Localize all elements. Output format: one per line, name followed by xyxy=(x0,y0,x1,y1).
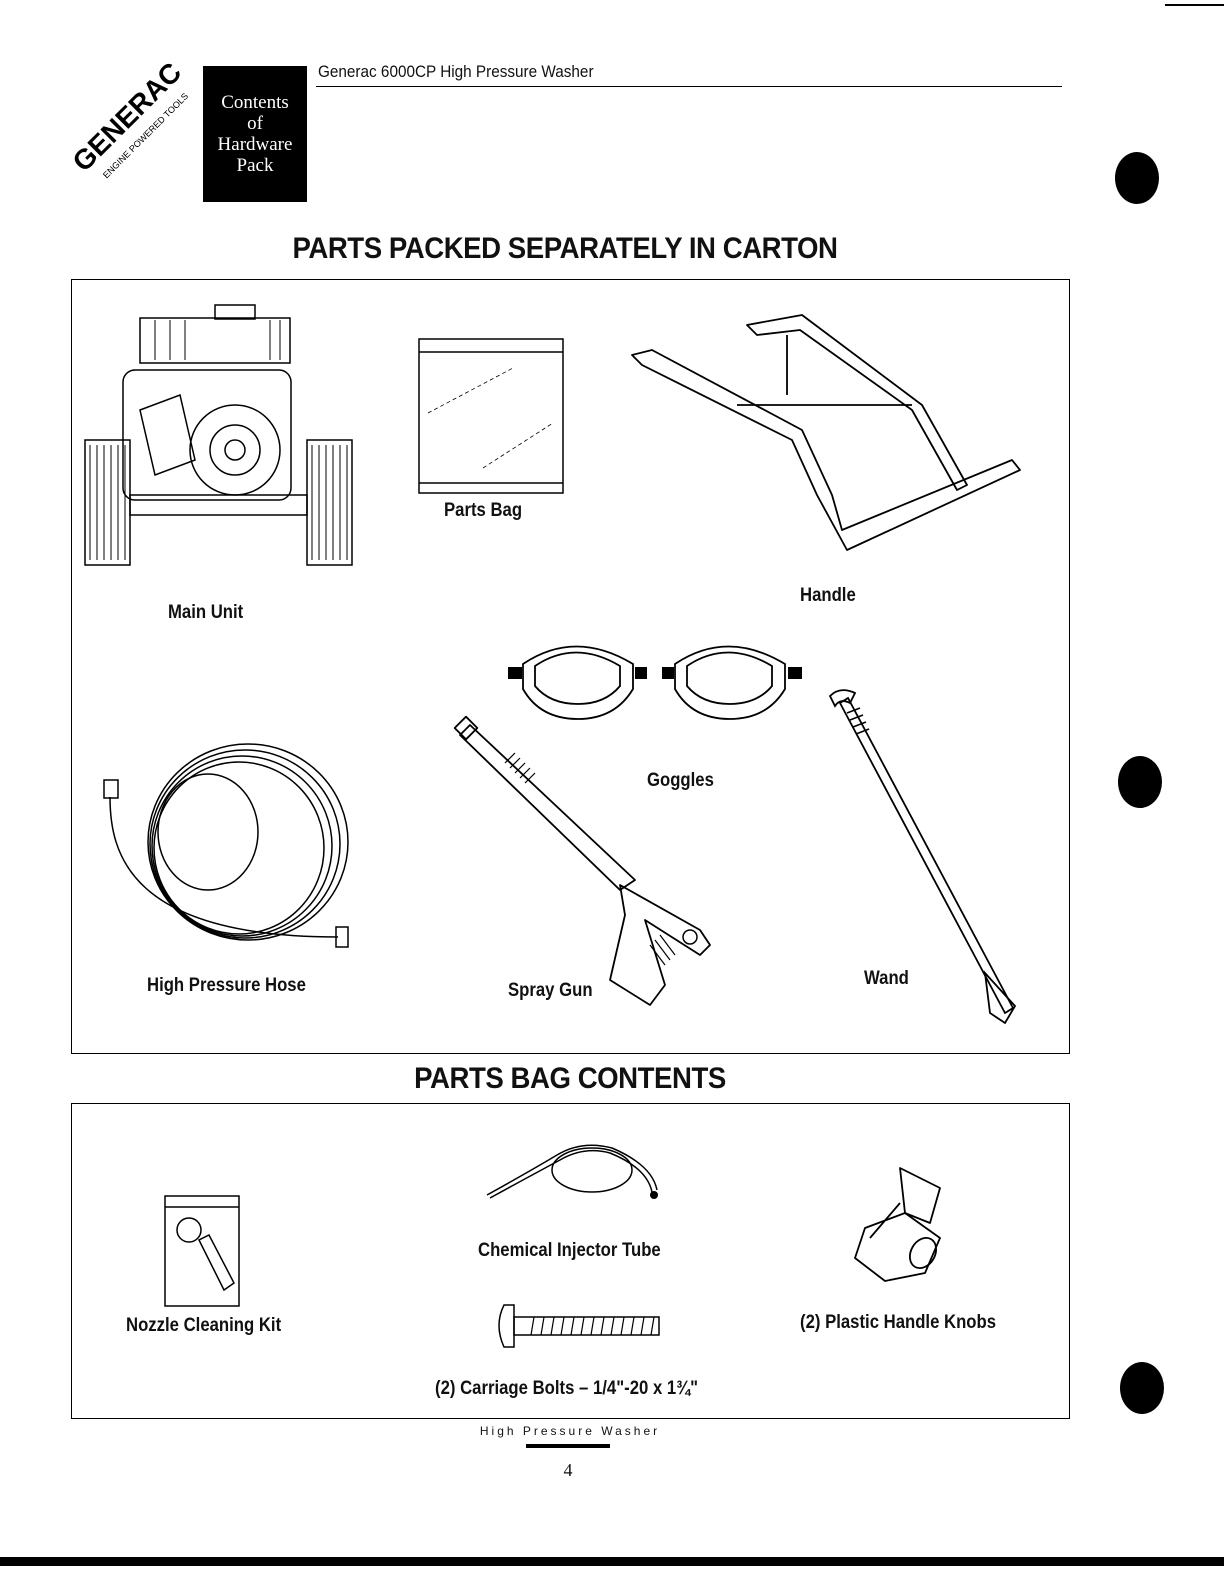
document-title: Generac 6000CP High Pressure Washer xyxy=(318,62,594,81)
handle-label: Handle xyxy=(800,585,856,606)
wand-label: Wand xyxy=(864,968,909,989)
carton-parts-panel xyxy=(71,279,1070,1054)
binder-hole xyxy=(1120,1362,1164,1414)
plastic-handle-knobs-label: (2) Plastic Handle Knobs xyxy=(800,1312,997,1333)
top-edge-rule xyxy=(1165,4,1224,6)
binder-hole xyxy=(1118,756,1162,808)
carton-section-title: PARTS PACKED SEPARATELY IN CARTON xyxy=(292,232,838,265)
wand-illustration xyxy=(825,688,1020,1033)
goggles-illustration xyxy=(508,634,802,729)
bottom-edge-bar xyxy=(0,1557,1224,1566)
goggles-label: Goggles xyxy=(647,770,714,791)
carriage-bolt-illustration xyxy=(494,1300,664,1352)
carriage-bolts-label: (2) Carriage Bolts – 1/4"-20 x 1¾" xyxy=(435,1378,699,1399)
header-rule xyxy=(316,86,1062,87)
high-pressure-hose-illustration xyxy=(98,742,358,957)
high-pressure-hose-label: High Pressure Hose xyxy=(147,975,306,996)
main-unit-label: Main Unit xyxy=(168,602,244,623)
chemical-injector-tube-label: Chemical Injector Tube xyxy=(478,1240,661,1261)
bag-section-title: PARTS BAG CONTENTS xyxy=(414,1062,726,1095)
generac-logo: GENERAC ENGINE POWERED TOOLS xyxy=(66,56,190,180)
nozzle-cleaning-kit-label: Nozzle Cleaning Kit xyxy=(126,1315,282,1336)
page-number: 4 xyxy=(563,1460,573,1480)
footer-bar xyxy=(526,1444,610,1448)
handle-illustration xyxy=(622,310,1027,555)
parts-bag-contents-panel xyxy=(71,1103,1070,1419)
main-unit-illustration xyxy=(85,300,355,570)
contents-box-line: Contents xyxy=(221,92,289,113)
chemical-injector-tube-illustration xyxy=(482,1140,658,1199)
contents-box-line: Hardware xyxy=(217,134,293,155)
contents-box-line: Pack xyxy=(236,155,274,176)
parts-bag-illustration xyxy=(418,338,564,494)
binder-hole xyxy=(1115,152,1159,204)
plastic-handle-knob-illustration xyxy=(845,1163,950,1285)
contents-box-line: of xyxy=(247,113,263,134)
parts-bag-label: Parts Bag xyxy=(444,500,523,521)
contents-of-hardware-pack-box: Contents of Hardware Pack xyxy=(203,66,307,202)
footer-label: High Pressure Washer xyxy=(479,1424,661,1438)
spray-gun-label: Spray Gun xyxy=(508,980,593,1001)
nozzle-cleaning-kit-illustration xyxy=(164,1195,240,1307)
spray-gun-illustration xyxy=(450,715,715,1010)
